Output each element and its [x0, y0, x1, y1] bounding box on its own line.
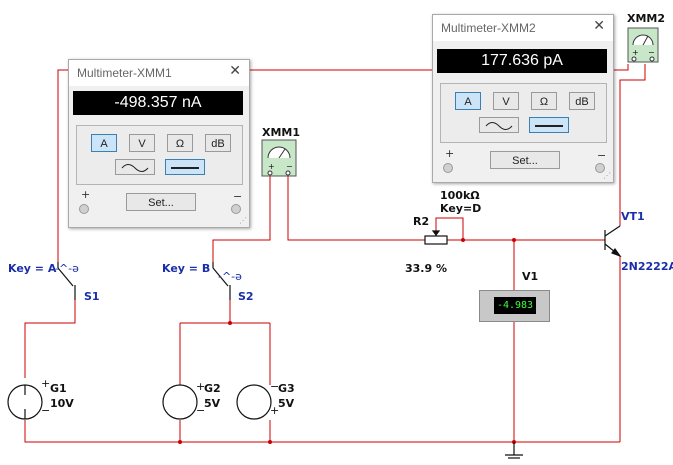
g3-value: 5V [278, 397, 295, 410]
xmm2-set-button[interactable]: Set... [490, 151, 560, 169]
xmm2-dc-button[interactable] [529, 117, 569, 133]
xmm1-mode-panel: A V Ω dB [76, 125, 243, 185]
vt1-label: VT1 [621, 210, 645, 223]
xmm1-icon: + − [261, 139, 297, 177]
xmm2-mode-panel: A V Ω dB [440, 83, 607, 143]
svg-text:−: − [270, 380, 279, 393]
vt1-model: 2N2222A [621, 260, 673, 273]
xmm1-label: XMM1 [262, 126, 300, 139]
xmm1-minus-sign: − [233, 190, 243, 203]
wires [24, 64, 646, 443]
switch-s1-symbol [57, 262, 76, 300]
xmm1-window-title: Multimeter-XMM1 [77, 66, 172, 80]
svg-text:-^-ə: -^-ə [218, 270, 242, 283]
r2-label: R2 [413, 215, 429, 228]
svg-text:-^-ə: -^-ə [55, 262, 79, 275]
xmm2-volt-button[interactable]: V [493, 92, 519, 110]
xmm1-positive-terminal[interactable] [79, 204, 89, 214]
xmm2-plus-sign: + [445, 147, 455, 160]
xmm2-window-title: Multimeter-XMM2 [441, 21, 536, 35]
g3-label: G3 [278, 382, 295, 395]
battery-g3-symbol [236, 384, 272, 420]
s2-label: S2 [238, 290, 254, 303]
xmm1-ohm-button[interactable]: Ω [167, 134, 193, 152]
voltmeter-v1[interactable]: -4.983 [479, 290, 550, 322]
xmm1-plus-sign: + [81, 188, 91, 201]
multimeter-xmm2-window[interactable]: Multimeter-XMM2 ✕ 177.636 pA A V Ω dB + … [432, 14, 614, 183]
xmm1-decibel-button[interactable]: dB [205, 134, 231, 152]
battery-g2-symbol [162, 384, 198, 420]
xmm1-volt-button[interactable]: V [129, 134, 155, 152]
switch-s2-symbol [212, 262, 231, 300]
g2-label: G2 [204, 382, 221, 395]
xmm1-dc-button[interactable] [165, 159, 205, 175]
g1-value: 10V [50, 397, 74, 410]
ground-symbol [505, 442, 523, 459]
xmm1-negative-terminal[interactable] [231, 204, 241, 214]
r2-key: Key=D [440, 202, 481, 215]
xmm2-ac-button[interactable] [479, 117, 519, 133]
xmm2-ohm-button[interactable]: Ω [531, 92, 557, 110]
svg-text:−: − [196, 404, 205, 417]
potentiometer-r2-symbol [424, 230, 448, 245]
xmm1-reading-display: -498.357 nA [73, 91, 243, 115]
s2-key: Key = B [162, 262, 210, 275]
v1-label: V1 [522, 270, 538, 283]
battery-g1-symbol [7, 384, 43, 420]
svg-text:+: + [268, 162, 275, 171]
s1-label: S1 [84, 290, 100, 303]
svg-text:+: + [196, 380, 205, 393]
xmm2-reading-display: 177.636 pA [437, 49, 607, 73]
s1-key: Key = A [8, 262, 57, 275]
dc-line-icon [535, 125, 563, 127]
xmm2-minus-sign: − [597, 149, 607, 162]
xmm1-close-icon[interactable]: ✕ [229, 63, 241, 79]
ac-wave-icon [485, 122, 513, 130]
svg-text:−: − [648, 48, 655, 57]
ac-wave-icon [121, 164, 149, 172]
svg-text:−: − [286, 162, 293, 171]
xmm2-icon: + − [627, 27, 659, 63]
xmm1-titlebar[interactable]: Multimeter-XMM1 ✕ [69, 60, 249, 86]
svg-text:+: + [41, 377, 50, 390]
xmm1-set-button[interactable]: Set... [126, 193, 196, 211]
xmm2-negative-terminal[interactable] [595, 163, 605, 173]
r2-percent: 33.9 % [405, 262, 447, 275]
transistor-vt1-symbol [604, 225, 622, 258]
svg-text:+: + [270, 404, 279, 417]
xmm2-decibel-button[interactable]: dB [569, 92, 595, 110]
xmm2-close-icon[interactable]: ✕ [593, 18, 605, 34]
xmm1-ampere-button[interactable]: A [91, 134, 117, 152]
multimeter-xmm1-window[interactable]: Multimeter-XMM1 ✕ -498.357 nA A V Ω dB +… [68, 59, 250, 228]
g1-label: G1 [50, 382, 67, 395]
g2-value: 5V [204, 397, 221, 410]
r2-value: 100kΩ [440, 189, 480, 202]
dc-line-icon [171, 167, 199, 169]
xmm1-ac-button[interactable] [115, 159, 155, 175]
v1-reading: -4.983 [494, 297, 536, 314]
xmm2-ampere-button[interactable]: A [455, 92, 481, 110]
svg-text:−: − [41, 404, 50, 417]
junctions [178, 238, 516, 444]
xmm2-resize-grip-icon[interactable]: ⋰ [603, 171, 611, 180]
xmm2-positive-terminal[interactable] [443, 163, 453, 173]
xmm2-label: XMM2 [627, 12, 665, 25]
xmm2-titlebar[interactable]: Multimeter-XMM2 ✕ [433, 15, 613, 41]
svg-text:+: + [632, 48, 639, 57]
xmm1-resize-grip-icon[interactable]: ⋰ [239, 216, 247, 225]
